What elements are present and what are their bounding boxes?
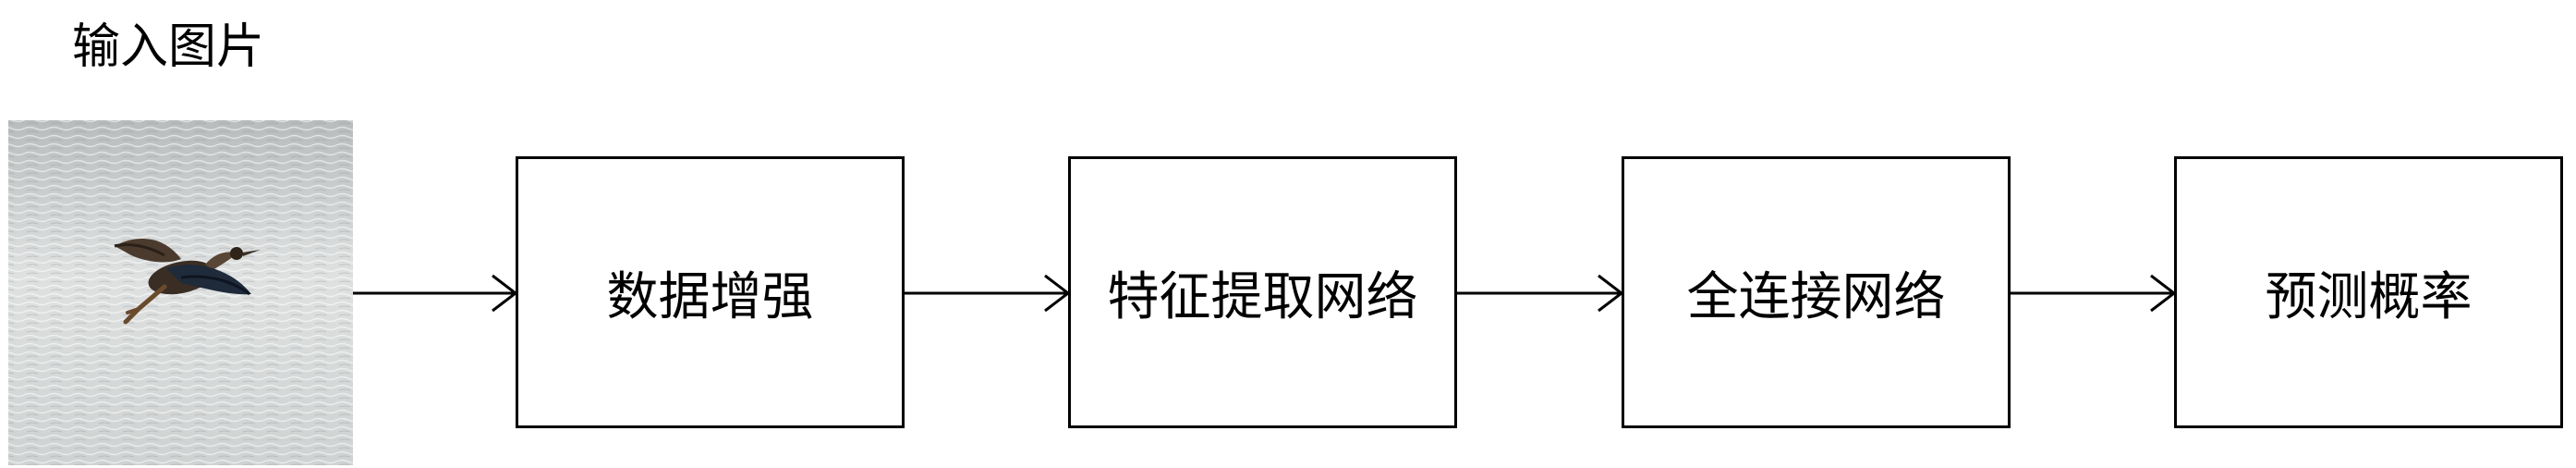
step-box-feature-extraction: 特征提取网络 xyxy=(1068,156,1457,428)
step-box-data-augmentation: 数据增强 xyxy=(516,156,905,428)
arrow-input-to-step-1 xyxy=(353,274,518,313)
bird-figure xyxy=(114,238,261,325)
arrow-step-3-to-step-4 xyxy=(2011,274,2177,313)
arrow-step-2-to-step-3 xyxy=(1457,274,1624,313)
input-image-caption: 输入图片 xyxy=(72,19,265,75)
arrow-step-1-to-step-2 xyxy=(905,274,1071,313)
step-label: 全连接网络 xyxy=(1686,266,1946,327)
step-label: 数据增强 xyxy=(606,266,814,327)
input-image xyxy=(8,120,353,465)
step-label: 预测概率 xyxy=(2265,266,2473,327)
step-box-fully-connected: 全连接网络 xyxy=(1622,156,2011,428)
step-box-prediction: 预测概率 xyxy=(2174,156,2563,428)
step-label: 特征提取网络 xyxy=(1107,266,1418,327)
